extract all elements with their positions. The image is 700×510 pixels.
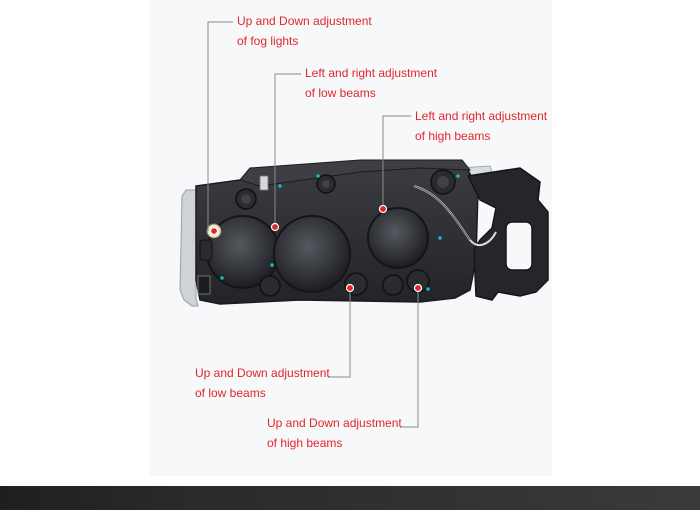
adjuster-marker-dot xyxy=(209,204,423,293)
callout-fog-up-down: Up and Down adjustment of fog lights xyxy=(237,12,372,51)
callout-low-left-right: Left and right adjustment of low beams xyxy=(305,64,437,103)
callout-high-up-down: Up and Down adjustment of high beams xyxy=(267,414,402,453)
callout-line: of high beams xyxy=(267,435,343,450)
callout-high-left-right: Left and right adjustment of high beams xyxy=(415,107,547,146)
callout-line: of fog lights xyxy=(237,33,299,48)
bottom-dark-bar xyxy=(0,486,700,510)
callout-line: of low beams xyxy=(305,85,376,100)
callout-line: of low beams xyxy=(195,385,266,400)
callout-line: of high beams xyxy=(415,128,491,143)
callout-low-up-down: Up and Down adjustment of low beams xyxy=(195,364,330,403)
callout-line: Up and Down adjustment xyxy=(237,14,372,28)
callout-line: Left and right adjustment xyxy=(305,66,438,80)
callout-line: Up and Down adjustment xyxy=(195,366,330,380)
callout-line: Up and Down adjustment xyxy=(267,416,402,430)
callout-line: Left and right adjustment xyxy=(415,109,548,123)
